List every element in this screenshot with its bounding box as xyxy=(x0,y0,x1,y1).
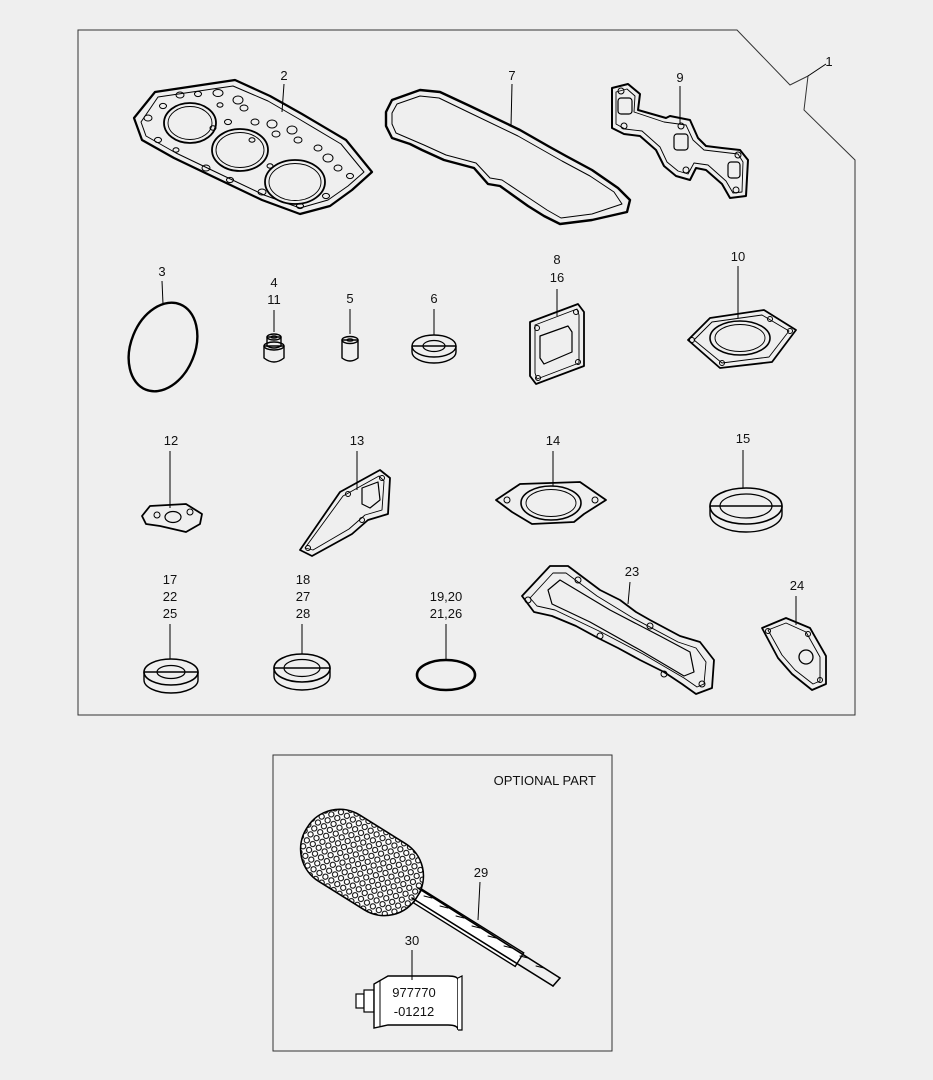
callout-10: 10 xyxy=(731,249,745,264)
callout-24: 24 xyxy=(790,578,804,593)
callout-25: 25 xyxy=(163,606,177,621)
callout-3: 3 xyxy=(158,264,165,279)
part-24-housing-gasket[interactable] xyxy=(761,617,827,691)
callout-19-20: 19,20 xyxy=(430,589,463,604)
callout-4: 4 xyxy=(270,275,277,290)
kit-frame xyxy=(77,29,856,716)
part-14-oval-flange-gasket[interactable] xyxy=(495,481,607,525)
part-18-27-28-seal-ring[interactable] xyxy=(273,653,331,691)
part-10-flange-gasket[interactable] xyxy=(687,309,797,369)
callout-7: 7 xyxy=(508,68,515,83)
callout-9: 9 xyxy=(676,70,683,85)
callout-1: 1 xyxy=(825,54,832,69)
optional-part-title: OPTIONAL PART xyxy=(494,773,596,788)
leader-3 xyxy=(161,280,164,305)
callout-13: 13 xyxy=(350,433,364,448)
optional-part-box xyxy=(272,754,613,1052)
callout-30: 30 xyxy=(405,933,419,948)
callout-11: 11 xyxy=(267,292,281,307)
leader-2 xyxy=(281,83,285,113)
part-7-rocker-cover-gasket[interactable] xyxy=(384,88,632,226)
leader-7 xyxy=(510,83,513,127)
part-23-intake-manifold-gasket[interactable] xyxy=(521,565,715,695)
part-6-washer[interactable] xyxy=(411,334,457,364)
callout-18: 18 xyxy=(296,572,310,587)
part-19-20-21-26-o-ring[interactable] xyxy=(415,658,477,692)
callout-6: 6 xyxy=(430,291,437,306)
callout-12: 12 xyxy=(164,433,178,448)
callout-2: 2 xyxy=(280,68,287,83)
callout-15: 15 xyxy=(736,431,750,446)
tube-code-line-2: -01212 xyxy=(394,1004,434,1019)
leader-23 xyxy=(627,581,631,605)
callout-22: 22 xyxy=(163,589,177,604)
part-8-16-gasket[interactable] xyxy=(529,303,585,385)
callout-21-26: 21,26 xyxy=(430,606,463,621)
callout-27: 27 xyxy=(296,589,310,604)
part-5-bush[interactable] xyxy=(341,335,359,362)
callout-23: 23 xyxy=(625,564,639,579)
callout-28: 28 xyxy=(296,606,310,621)
leader-1 xyxy=(807,63,827,77)
part-3-o-ring[interactable] xyxy=(116,292,210,401)
part-4-11-valve-stem-seal[interactable] xyxy=(263,333,285,363)
callout-16: 16 xyxy=(550,270,564,285)
part-12-pipe-gasket[interactable] xyxy=(141,503,203,533)
part-9-manifold-gasket[interactable] xyxy=(611,83,749,199)
part-13-water-pump-gasket[interactable] xyxy=(299,469,391,557)
callout-5: 5 xyxy=(346,291,353,306)
tube-code-line-1: 977770 xyxy=(392,985,435,1000)
sealant-tube-icon[interactable]: 977770 -01212 xyxy=(355,975,463,1031)
part-2-head-gasket[interactable] xyxy=(132,78,374,216)
leader-29 xyxy=(477,881,481,921)
callout-8: 8 xyxy=(553,252,560,267)
callout-14: 14 xyxy=(546,433,560,448)
cylinder-hone-brush-icon[interactable] xyxy=(286,795,561,994)
callout-29: 29 xyxy=(474,865,488,880)
callout-17: 17 xyxy=(163,572,177,587)
part-17-22-25-washer[interactable] xyxy=(143,658,199,694)
part-15-seal-ring[interactable] xyxy=(709,487,783,533)
